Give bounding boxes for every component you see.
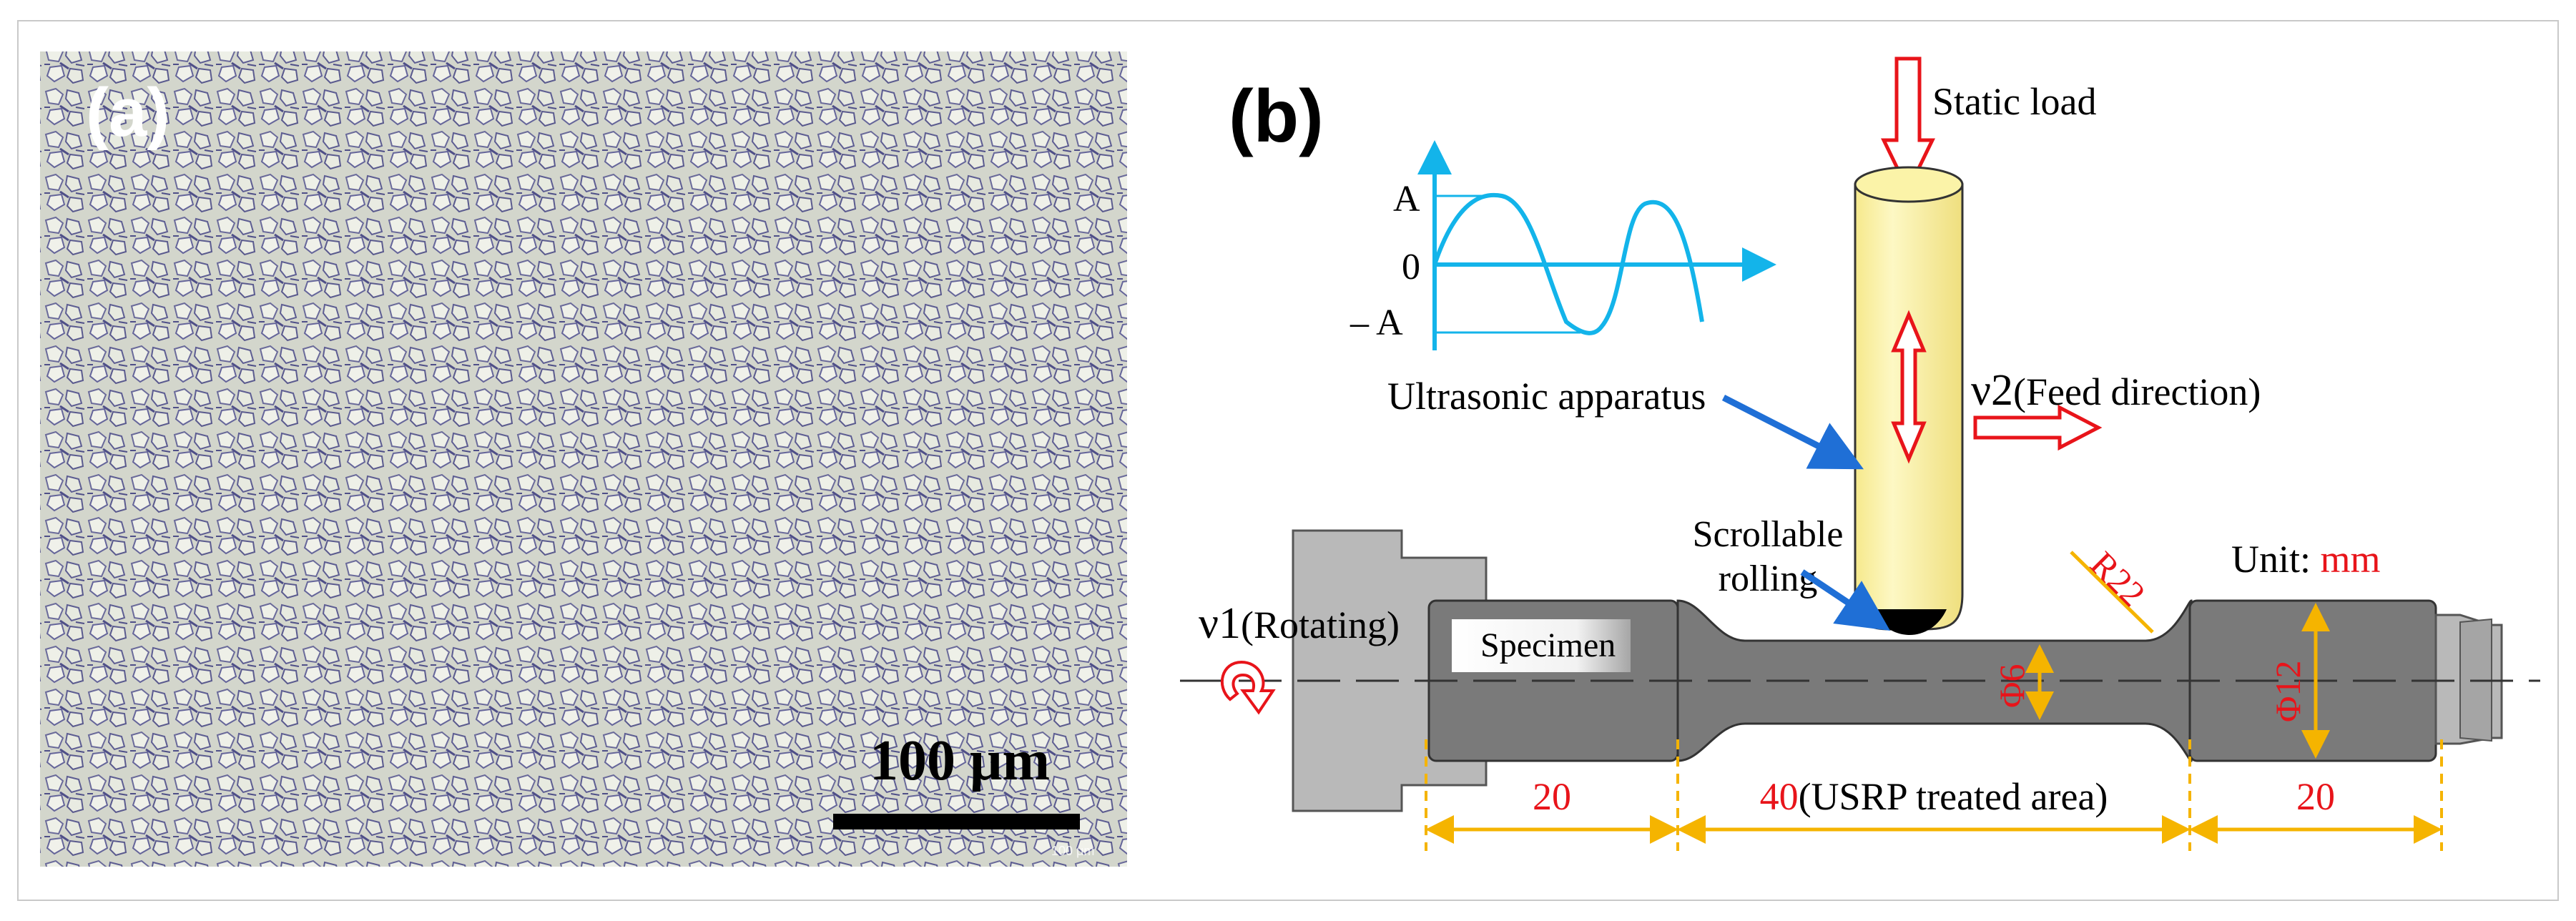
- feed-direction-arrow: [1973, 404, 2103, 451]
- unit-label: Unit: mm: [2231, 538, 2381, 581]
- micrograph-watermark: 100 μm: [1051, 844, 1094, 858]
- dim-mid-label: 40(USRP treated area): [1760, 775, 2108, 818]
- ultrasonic-tool: [1854, 166, 1964, 635]
- panel-b: (b) A 0 – A Static load Ultrasonic appar…: [1180, 56, 2540, 851]
- ultrasonic-waveform: A 0 – A: [1350, 140, 1776, 350]
- ultrasonic-pointer: [1721, 394, 1864, 470]
- dim-left-label: 20: [1533, 775, 1571, 818]
- wave-label-neg-a: – A: [1350, 302, 1403, 343]
- scale-bar-label: 100 μm: [870, 729, 1050, 792]
- dim-mid-value: 40: [1760, 775, 1799, 818]
- scrollable-label-line2: rolling: [1719, 558, 1818, 599]
- phi12-label: Φ12: [2268, 660, 2308, 722]
- micrograph-image: [40, 51, 1127, 867]
- panel-b-label: (b): [1229, 75, 1324, 158]
- v2-symbol: ν2: [1971, 366, 2013, 415]
- unit-value: mm: [2321, 538, 2381, 581]
- v1-text: (Rotating): [1241, 604, 1400, 646]
- specimen-label-box: [1452, 619, 1631, 672]
- wave-label-a: A: [1393, 179, 1420, 220]
- v1-label: ν1(Rotating): [1199, 599, 1400, 648]
- wave-label-zero: 0: [1402, 247, 1420, 287]
- v1-symbol: ν1: [1199, 599, 1241, 648]
- v2-text: (Feed direction): [2013, 370, 2261, 413]
- v2-label: ν2(Feed direction): [1971, 366, 2261, 415]
- rolling-ball: [1872, 609, 1947, 635]
- vibration-arrow: [1891, 310, 1927, 464]
- panel-a-label: (a): [86, 74, 169, 151]
- static-load-arrow: [1881, 56, 1935, 194]
- unit-prefix: Unit:: [2231, 538, 2321, 581]
- phi6-label: Φ6: [1992, 664, 2032, 708]
- static-load-label: Static load: [1932, 80, 2096, 123]
- specimen: Specimen: [1427, 599, 2503, 762]
- r22-label: R22: [2083, 543, 2153, 614]
- dim-mid-text: (USRP treated area): [1799, 775, 2108, 818]
- specimen-label: Specimen: [1480, 626, 1616, 664]
- ultrasonic-apparatus-label: Ultrasonic apparatus: [1387, 375, 1706, 418]
- r22-leader: [2070, 551, 2154, 634]
- dim-right-label: 20: [2296, 775, 2335, 818]
- tool-cylinder-top: [1854, 166, 1964, 203]
- scrollable-pointer: [1800, 569, 1890, 631]
- scrollable-label-line1: Scrollable: [1693, 514, 1844, 555]
- rotation-arrow: [1220, 660, 1276, 715]
- scale-bar: [833, 814, 1080, 829]
- panel-a: (a) 100 μm 100 μm: [40, 51, 1127, 867]
